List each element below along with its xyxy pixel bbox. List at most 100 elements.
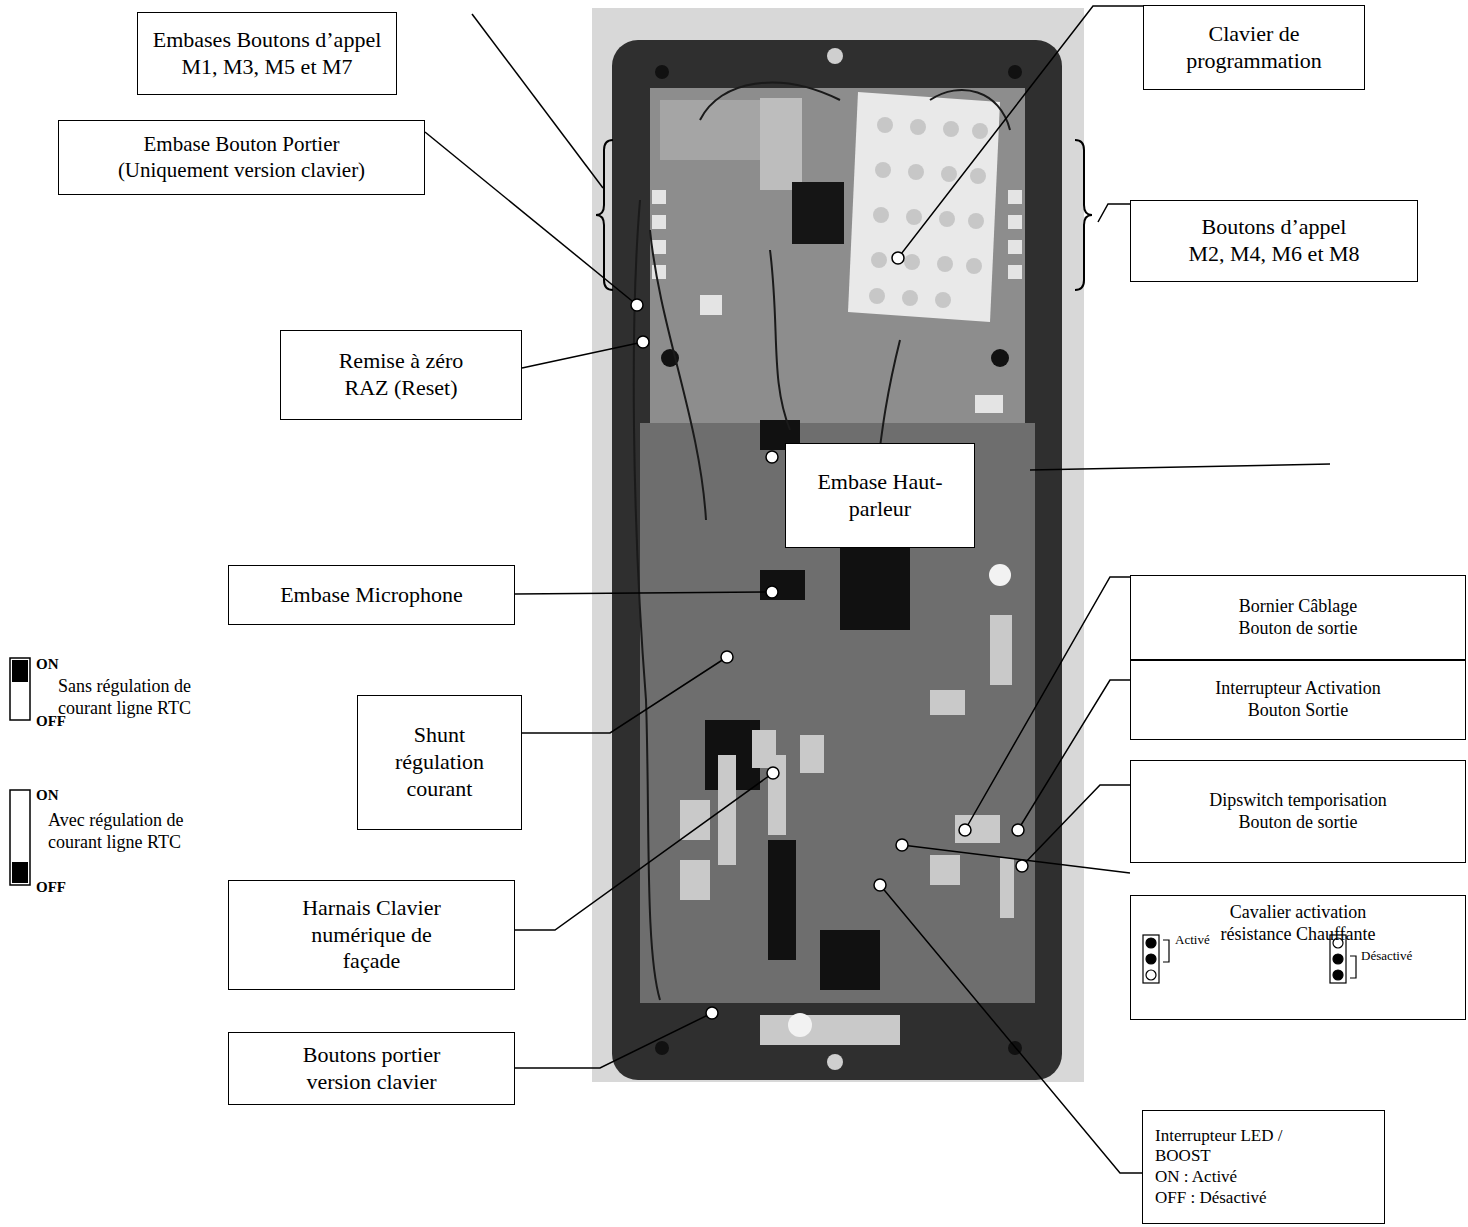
callout-box: Bornier Câblage Bouton de sortie xyxy=(1130,575,1466,660)
callout-text: Embases Boutons d’appel M1, M3, M5 et M7 xyxy=(147,27,387,81)
leader-dot xyxy=(637,336,649,348)
leader-dot xyxy=(766,586,778,598)
pcb-photo xyxy=(640,423,1035,1003)
pcb-photo xyxy=(760,98,802,190)
pcb-photo xyxy=(655,65,669,79)
callout-box: Embases Boutons d’appel M1, M3, M5 et M7 xyxy=(137,12,397,95)
pcb-photo xyxy=(652,190,1022,413)
pcb-photo xyxy=(955,815,1000,843)
pcb-photo xyxy=(634,83,1010,1000)
callout-text: Embase Bouton Portier (Uniquement versio… xyxy=(97,132,387,183)
pcb-photo xyxy=(680,800,710,840)
callout-text: Embase Microphone xyxy=(280,582,463,609)
leader-dot xyxy=(766,451,778,463)
jumper-symbol xyxy=(1143,935,1159,983)
switch-state: ON xyxy=(36,655,59,673)
callout-box: Embase Haut-parleur xyxy=(785,443,975,548)
pcb-photo xyxy=(650,88,1025,423)
switch-symbol xyxy=(10,790,30,885)
callout-text: Cavalier activation résistance Chauffant… xyxy=(1193,902,1403,946)
pcb-photo xyxy=(970,168,986,184)
callout-box: Clavier de programmation xyxy=(1143,5,1365,90)
callout-box: Interrupteur LED / BOOSTON : ActivéOFF :… xyxy=(1142,1110,1385,1224)
callout-text: Shunt régulation courant xyxy=(380,722,500,802)
callout-text: Boutons d’appel M2, M4, M6 et M8 xyxy=(1182,214,1367,268)
pcb-photo xyxy=(930,90,1010,130)
pcb-photo xyxy=(760,570,805,600)
pcb-photo xyxy=(930,690,965,715)
pcb-photo xyxy=(680,615,1014,1045)
pcb-photo xyxy=(827,1054,843,1070)
pcb-photo xyxy=(972,123,988,139)
pcb-photo xyxy=(680,860,710,900)
pcb-photo xyxy=(975,395,1003,413)
pcb-photo xyxy=(930,855,960,885)
leader-line xyxy=(902,845,1130,873)
pcb-photo xyxy=(990,615,1012,685)
pcb-photo xyxy=(937,256,953,272)
callout-text: Interrupteur Activation Bouton Sortie xyxy=(1191,678,1406,722)
pcb-photo xyxy=(966,258,982,274)
leader-dot xyxy=(1016,860,1028,872)
pcb-photo xyxy=(592,8,1084,1082)
leader-line xyxy=(1022,785,1130,866)
pcb-photo xyxy=(1008,265,1022,279)
pcb-photo xyxy=(650,230,706,520)
pcb-photo xyxy=(1008,240,1022,254)
callout-box: Remise à zéro RAZ (Reset) xyxy=(280,330,522,420)
pcb-photo xyxy=(792,182,844,244)
leader-dot xyxy=(706,1007,718,1019)
switch-symbol xyxy=(10,658,30,720)
pcb-photo xyxy=(768,840,796,960)
leader-line xyxy=(515,592,772,594)
switch-note: Sans régulation de courant ligne RTC xyxy=(58,676,208,719)
pcb-photo xyxy=(941,166,957,182)
pcb-photo xyxy=(700,295,722,315)
leader-line xyxy=(472,14,603,188)
leader-dot xyxy=(631,252,1028,1019)
leader-dot xyxy=(959,824,971,836)
pcb-photo xyxy=(655,1041,669,1055)
pcb-photo xyxy=(1008,65,1022,79)
pcb-photo xyxy=(904,254,920,270)
callout-box: Interrupteur Activation Bouton Sortie xyxy=(1130,660,1466,740)
pcb-photo xyxy=(827,48,843,64)
callout-box: Boutons portier version clavier xyxy=(228,1032,515,1105)
pcb-photo xyxy=(869,288,885,304)
leader-line xyxy=(1018,680,1130,830)
callout-box: Embase Microphone xyxy=(228,565,515,625)
leader-dot xyxy=(892,252,904,264)
callout-text: Clavier de programmation xyxy=(1164,21,1344,75)
callout-text: Bornier Câblage Bouton de sortie xyxy=(1218,596,1378,640)
switch-note: Avec régulation de courant ligne RTC xyxy=(48,810,230,853)
switch-symbol xyxy=(12,862,28,883)
bracket xyxy=(596,140,1092,290)
callout-text: Interrupteur LED / BOOST xyxy=(1155,1126,1295,1167)
pcb-photo xyxy=(1008,190,1022,204)
callout-subtext: Activé xyxy=(1175,932,1210,948)
jumper-symbol xyxy=(1350,956,1356,978)
leader-line xyxy=(1030,464,1330,470)
callout-text: Embase Haut-parleur xyxy=(810,469,950,523)
leader-line xyxy=(522,342,643,368)
pcb-photo xyxy=(906,209,922,225)
bracket xyxy=(596,140,613,290)
bracket xyxy=(1075,140,1092,290)
pcb-photo xyxy=(871,252,887,268)
pcb-photo xyxy=(760,1015,900,1045)
switch-state: OFF xyxy=(36,878,66,896)
callout-box: Dipswitch temporisation Bouton de sortie xyxy=(1130,760,1466,863)
pcb-photo xyxy=(770,250,790,430)
pcb-photo xyxy=(700,83,840,120)
pcb-photo xyxy=(800,735,824,773)
pcb-photo xyxy=(989,564,1011,586)
pcb-photo xyxy=(869,117,988,308)
leader-dot xyxy=(767,767,779,779)
leader-line xyxy=(515,773,773,930)
pcb-photo xyxy=(877,117,893,133)
jumper-symbol xyxy=(1333,954,1343,964)
leader-line xyxy=(880,885,1142,1173)
leader-line xyxy=(965,577,1130,830)
leader-dot xyxy=(721,651,733,663)
